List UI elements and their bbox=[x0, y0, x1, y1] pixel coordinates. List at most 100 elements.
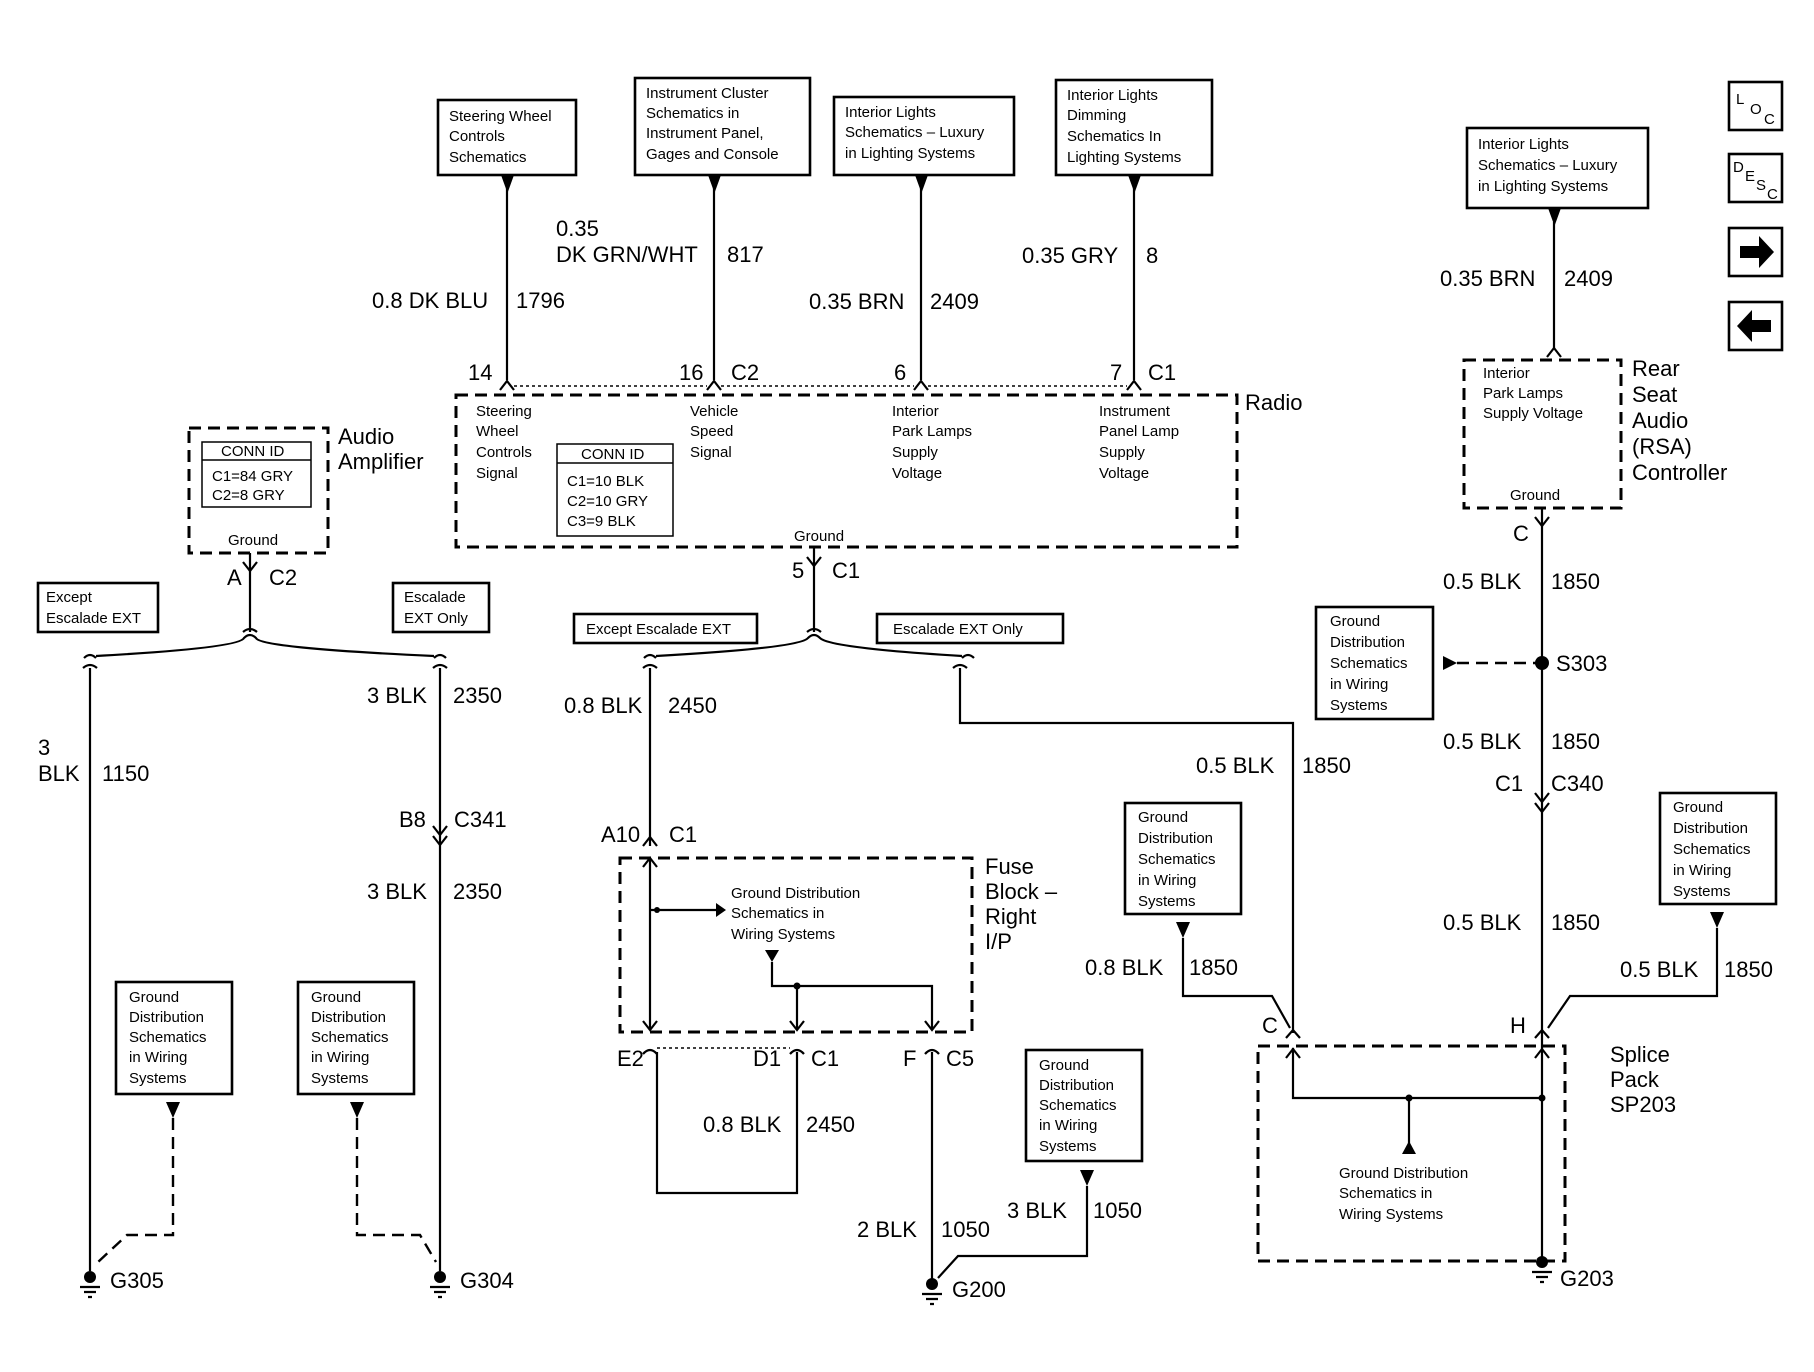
svg-text:Amplifier: Amplifier bbox=[338, 449, 424, 474]
ref-ground-distribution-g304[interactable]: Ground Distribution Schematics in Wiring… bbox=[296, 980, 416, 1096]
fuse-arrows bbox=[642, 856, 658, 1032]
arrowhead bbox=[166, 1102, 180, 1118]
svg-text:Schematics in: Schematics in bbox=[646, 105, 739, 122]
connector-c341: C341 bbox=[454, 807, 507, 832]
ref-instrument-cluster[interactable]: Instrument Cluster Schematics in Instrum… bbox=[633, 76, 812, 177]
arrow-left-icon bbox=[1737, 310, 1771, 342]
wire-gauge-1850-d: 0.5 BLK bbox=[1620, 957, 1699, 982]
circuit-1850-e: 1850 bbox=[1189, 955, 1238, 980]
ref-ground-distribution-g305[interactable]: Ground Distribution Schematics in Wiring… bbox=[114, 980, 234, 1096]
connector-c1-fuse-bottom: C1 bbox=[811, 1046, 839, 1071]
svg-text:Ground: Ground bbox=[1673, 799, 1723, 816]
svg-text:Schematics In: Schematics In bbox=[1067, 128, 1161, 145]
svg-text:Supply: Supply bbox=[892, 444, 938, 461]
svg-text:Steering Wheel: Steering Wheel bbox=[449, 108, 552, 125]
loc-letter: L bbox=[1736, 91, 1744, 108]
radio-connector-marks bbox=[499, 379, 1142, 391]
svg-text:Escalade EXT: Escalade EXT bbox=[46, 610, 141, 627]
svg-text:Schematics: Schematics bbox=[1039, 1097, 1117, 1114]
next-page-button[interactable] bbox=[1727, 226, 1784, 278]
desc-letter: C bbox=[1767, 186, 1778, 203]
desc-letter: E bbox=[1745, 168, 1755, 185]
svg-text:Dimming: Dimming bbox=[1067, 107, 1126, 124]
desc-button[interactable]: D E S C bbox=[1727, 152, 1784, 204]
arrowhead bbox=[1443, 656, 1457, 670]
connector-c340-mark bbox=[1534, 792, 1550, 814]
loc-letter: O bbox=[1750, 101, 1762, 118]
arrowhead bbox=[1402, 1141, 1416, 1154]
svg-text:CONN ID: CONN ID bbox=[581, 446, 645, 463]
circuit-2350-b: 2350 bbox=[453, 879, 502, 904]
wire-1850-radio bbox=[958, 668, 1295, 1033]
radio-title: Radio bbox=[1245, 390, 1302, 415]
ref-ground-distribution-g200[interactable]: Ground Distribution Schematics in Wiring… bbox=[1024, 1048, 1144, 1163]
svg-text:Schematics in: Schematics in bbox=[731, 905, 824, 922]
connector-c1: C1 bbox=[1148, 360, 1176, 385]
ref-ground-distribution-rsa[interactable]: Ground Distribution Schematics in Wiring… bbox=[1658, 791, 1778, 906]
arrow-right-icon bbox=[1740, 236, 1774, 268]
circuit-2409: 2409 bbox=[930, 289, 979, 314]
ref-ground-distribution-s303[interactable]: Ground Distribution Schematics in Wiring… bbox=[1314, 605, 1435, 721]
connector-mark bbox=[806, 556, 822, 568]
previous-page-button[interactable] bbox=[1727, 300, 1784, 352]
svg-text:in Wiring: in Wiring bbox=[1039, 1117, 1097, 1134]
wire-gauge-1850-b: 0.5 BLK bbox=[1443, 729, 1522, 754]
wire-gauge-1850-c: 0.5 BLK bbox=[1443, 910, 1522, 935]
option-end-mark bbox=[642, 663, 658, 669]
wire-1050-3blk bbox=[937, 1186, 1089, 1279]
rsa-controller-component: Interior Park Lamps Supply Voltage Groun… bbox=[1462, 356, 1727, 510]
svg-text:Pack: Pack bbox=[1610, 1067, 1660, 1092]
option-except-escalade-center: Except Escalade EXT bbox=[572, 612, 759, 645]
wire-2350 bbox=[432, 663, 448, 1271]
wire-gauge-817-l1: 0.35 bbox=[556, 216, 599, 241]
svg-text:Interior Lights: Interior Lights bbox=[1067, 87, 1158, 104]
svg-text:Schematics: Schematics bbox=[1330, 655, 1408, 672]
svg-text:Steering: Steering bbox=[476, 403, 532, 420]
svg-text:Supply Voltage: Supply Voltage bbox=[1483, 405, 1583, 422]
svg-text:Instrument Panel,: Instrument Panel, bbox=[646, 125, 764, 142]
option-break bbox=[242, 622, 258, 633]
svg-text:Park Lamps: Park Lamps bbox=[1483, 385, 1563, 402]
svg-text:Controls: Controls bbox=[476, 444, 532, 461]
wire-gauge-2450: 0.8 BLK bbox=[564, 693, 643, 718]
ground-g304: G304 bbox=[460, 1268, 514, 1293]
wire-gauge-2409-rsa: 0.35 BRN bbox=[1440, 266, 1535, 291]
ground-symbol-g305 bbox=[80, 1271, 100, 1299]
option-end-mark bbox=[952, 663, 968, 669]
svg-text:Systems: Systems bbox=[1138, 893, 1196, 910]
amp-ground-label: Ground bbox=[228, 532, 278, 549]
arrowhead bbox=[1176, 922, 1190, 938]
svg-text:Schematics: Schematics bbox=[1673, 841, 1751, 858]
circuit-2409-rsa: 2409 bbox=[1564, 266, 1613, 291]
svg-text:Ground: Ground bbox=[311, 989, 361, 1006]
arrowhead bbox=[1710, 912, 1724, 928]
wire-gauge-2450-b: 0.8 BLK bbox=[703, 1112, 782, 1137]
svg-text:Wiring Systems: Wiring Systems bbox=[731, 926, 835, 943]
splice-pack-sp203-component: Splice Pack SP203 Ground Distribution Sc… bbox=[1256, 1042, 1676, 1263]
svg-text:Park Lamps: Park Lamps bbox=[892, 423, 972, 440]
circuit-2450-b: 2450 bbox=[806, 1112, 855, 1137]
connector-c1-fuse: C1 bbox=[669, 822, 697, 847]
wire-gauge-2350-b: 3 BLK bbox=[367, 879, 427, 904]
pin-7: 7 bbox=[1110, 360, 1122, 385]
amp-conn-id: CONN ID C1=84 GRY C2=8 GRY bbox=[201, 441, 312, 508]
ref-interior-lights-luxury[interactable]: Interior Lights Schematics – Luxury in L… bbox=[832, 95, 1016, 177]
connector-mark bbox=[1546, 346, 1562, 358]
circuit-2450: 2450 bbox=[668, 693, 717, 718]
reference-arrowheads bbox=[501, 175, 1561, 226]
svg-text:Interior: Interior bbox=[1483, 365, 1530, 382]
svg-text:Ground: Ground bbox=[1039, 1057, 1089, 1074]
svg-text:C2=8 GRY: C2=8 GRY bbox=[212, 487, 285, 504]
option-brace-left bbox=[83, 633, 447, 659]
svg-text:(RSA): (RSA) bbox=[1632, 434, 1692, 459]
wire-gauge-2350-a: 3 BLK bbox=[367, 683, 427, 708]
ref-steering-wheel-controls[interactable]: Steering Wheel Controls Schematics bbox=[436, 98, 578, 177]
ref-ground-distribution-sp203[interactable]: Ground Distribution Schematics in Wiring… bbox=[1123, 801, 1243, 916]
ref-interior-lights-dimming[interactable]: Interior Lights Dimming Schematics In Li… bbox=[1054, 78, 1214, 177]
svg-text:CONN ID: CONN ID bbox=[221, 443, 285, 460]
loc-button[interactable]: L O C bbox=[1727, 80, 1784, 132]
ground-symbol-g200 bbox=[922, 1278, 942, 1306]
svg-text:Controller: Controller bbox=[1632, 460, 1727, 485]
splice-s303: S303 bbox=[1556, 651, 1607, 676]
ref-interior-lights-luxury-rsa[interactable]: Interior Lights Schematics – Luxury in L… bbox=[1465, 126, 1650, 210]
